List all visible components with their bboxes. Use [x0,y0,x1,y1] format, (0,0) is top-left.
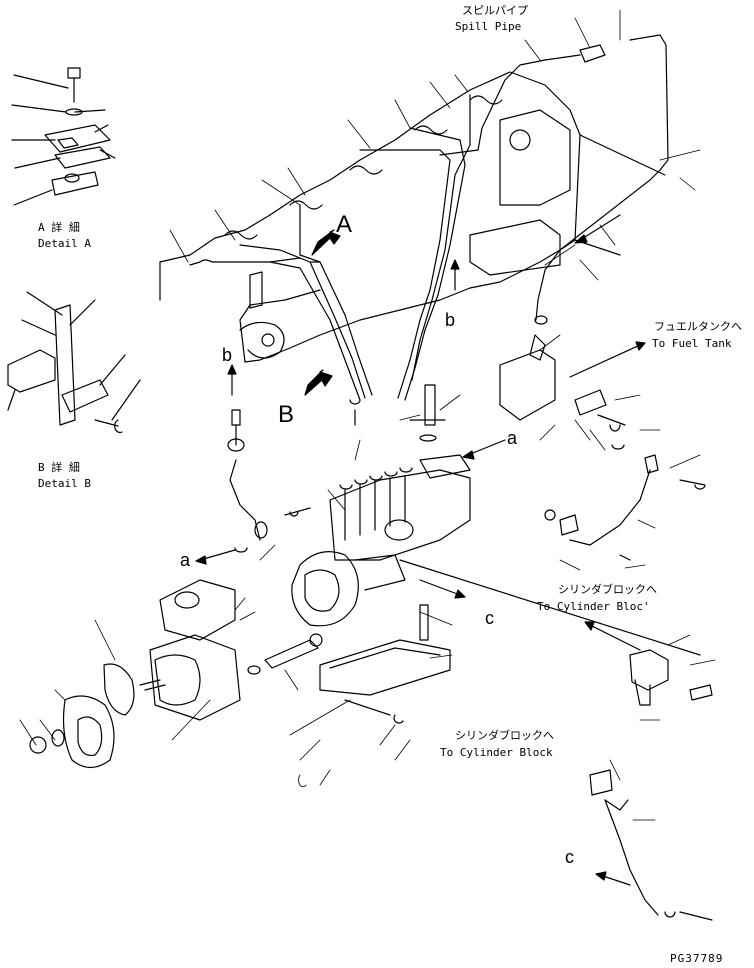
spill-pipe-label-jp: スピルパイプ [462,4,528,17]
fuel-tank-label-jp: フュエルタンクへ [654,320,742,333]
engine-block [159,34,669,401]
detail-a-label-jp: A 詳 細 [38,221,80,234]
cylinder-block-label-jp: シリンダブロックへ [455,729,554,742]
spill-pipe-label-en: Spill Pipe [455,20,522,33]
cylinder-block-label-en: To Cylinder Block [440,746,553,759]
injection-pump [291,384,471,627]
ref-a-right: a [507,428,518,448]
detail-b-label-jp: B 詳 細 [38,461,80,474]
ref-c-bottom: c [565,847,574,867]
detail-b-label-en: Detail B [38,477,91,490]
detail-b-drawing [7,291,141,434]
detail-a-drawing [11,67,116,206]
fuel-tank-label-en: To Fuel Tank [652,337,732,350]
detail-a-label-en: Detail A [38,237,91,250]
cylinder-bloc-label-en: To Cylinder Bloc' [537,600,650,613]
ref-c-center: c [485,608,494,628]
ref-b-right: b [445,310,456,330]
drawing-number: PG37789 [670,952,724,965]
air-compressor [29,579,323,769]
leader-lines [19,9,716,821]
pipes-right [499,349,713,921]
pump-bracket [319,604,451,724]
ref-a-left: a [180,550,191,570]
ref-b-left: b [222,345,233,365]
cylinder-bloc-label-jp: シリンダブロックへ [558,583,657,596]
marker-b: B [278,401,295,428]
marker-a: A [336,211,353,238]
left-feed-pipe [227,409,311,553]
reference-arrows [195,214,701,886]
